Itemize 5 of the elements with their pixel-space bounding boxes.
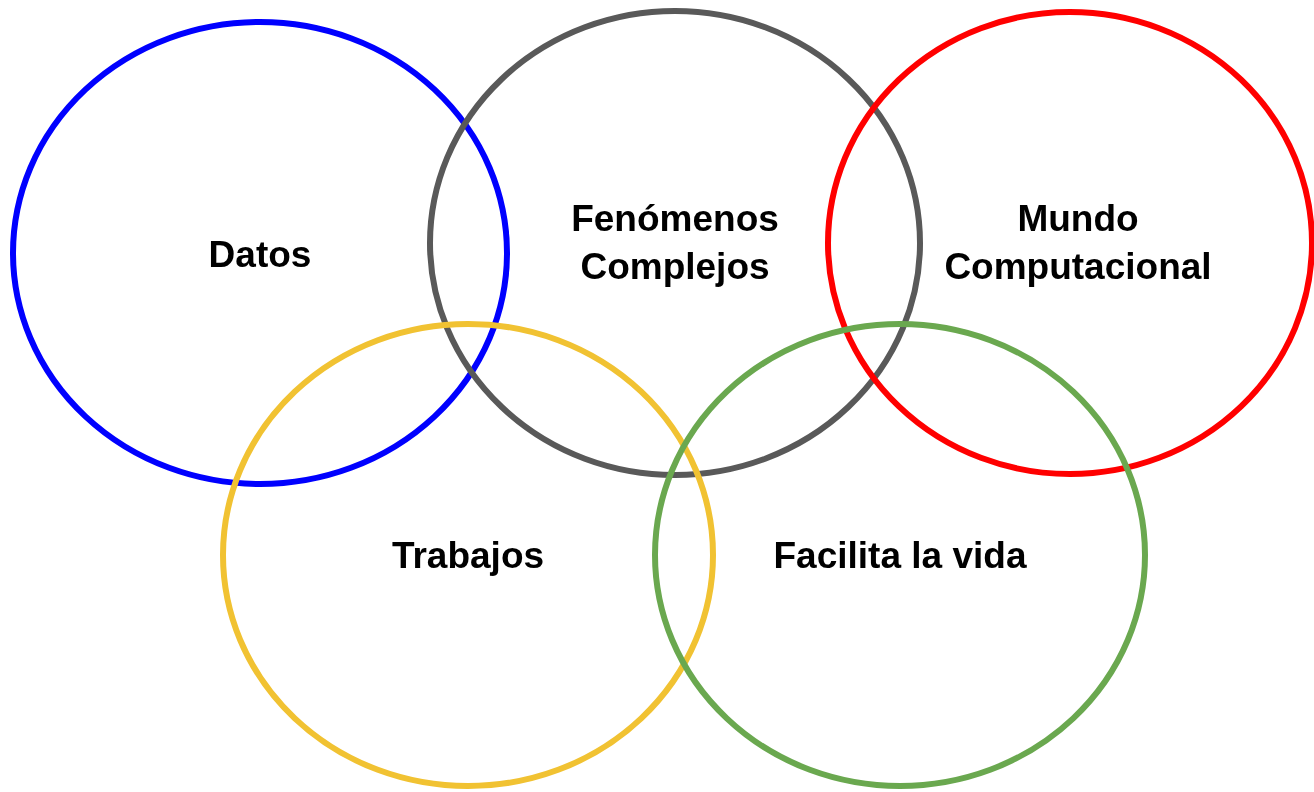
circle-label: Facilita la vida: [773, 534, 1027, 578]
circle-label: Datos: [208, 233, 312, 277]
circle-label: Mundo Computacional: [944, 197, 1212, 289]
circle-label: Fenómenos Complejos: [571, 197, 779, 289]
circle-label: Trabajos: [391, 534, 545, 578]
